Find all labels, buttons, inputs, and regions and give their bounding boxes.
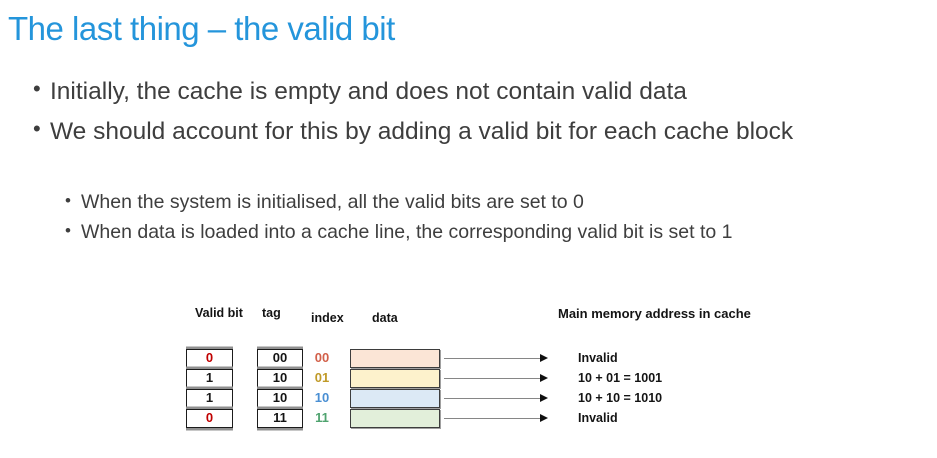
address-label: Invalid bbox=[578, 411, 618, 425]
bullet-item: Initially, the cache is empty and does n… bbox=[33, 75, 820, 107]
table-row: 1 10 01 10 + 01 = 1001 bbox=[0, 369, 937, 389]
bullet-item: We should account for this by adding a v… bbox=[33, 115, 820, 147]
valid-bit-cell: 0 bbox=[186, 409, 233, 428]
sub-bullet-list: When the system is initialised, all the … bbox=[65, 188, 732, 247]
table-row: 0 11 11 Invalid bbox=[0, 409, 937, 429]
index-label: 01 bbox=[314, 370, 330, 385]
arrow-icon bbox=[444, 369, 552, 388]
data-block bbox=[350, 369, 440, 388]
tag-column-header: tag bbox=[262, 306, 281, 320]
bullet-list: Initially, the cache is empty and does n… bbox=[33, 75, 843, 156]
index-label: 11 bbox=[315, 410, 329, 425]
valid-bit-cell: 1 bbox=[186, 369, 233, 388]
address-label: Invalid bbox=[578, 351, 618, 365]
tag-cell: 10 bbox=[257, 369, 303, 388]
arrow-icon bbox=[444, 349, 552, 368]
arrow-icon bbox=[444, 409, 552, 428]
valid-bit-cell: 0 bbox=[186, 349, 233, 368]
table-row: 1 10 10 10 + 10 = 1010 bbox=[0, 389, 937, 409]
data-block bbox=[350, 349, 440, 368]
valid-bit-column-header: Valid bit bbox=[195, 306, 243, 320]
data-block bbox=[350, 409, 440, 428]
sub-bullet-item: When data is loaded into a cache line, t… bbox=[65, 218, 732, 248]
tag-cell: 11 bbox=[257, 409, 303, 428]
table-row: 0 00 00 Invalid bbox=[0, 349, 937, 369]
tag-cell: 00 bbox=[257, 349, 303, 368]
data-column-header: data bbox=[372, 311, 398, 325]
index-column-header: index bbox=[311, 311, 344, 325]
arrow-icon bbox=[444, 389, 552, 408]
index-label: 00 bbox=[314, 350, 330, 365]
slide-title: The last thing – the valid bit bbox=[8, 10, 395, 47]
sub-bullet-item: When the system is initialised, all the … bbox=[65, 188, 732, 218]
tag-cell: 10 bbox=[257, 389, 303, 408]
address-label: 10 + 01 = 1001 bbox=[578, 371, 663, 385]
address-label: 10 + 10 = 1010 bbox=[578, 391, 663, 405]
index-label: 10 bbox=[314, 390, 330, 405]
main-memory-address-header: Main memory address in cache bbox=[558, 306, 751, 321]
data-block bbox=[350, 389, 440, 408]
valid-bit-cell: 1 bbox=[186, 389, 233, 408]
